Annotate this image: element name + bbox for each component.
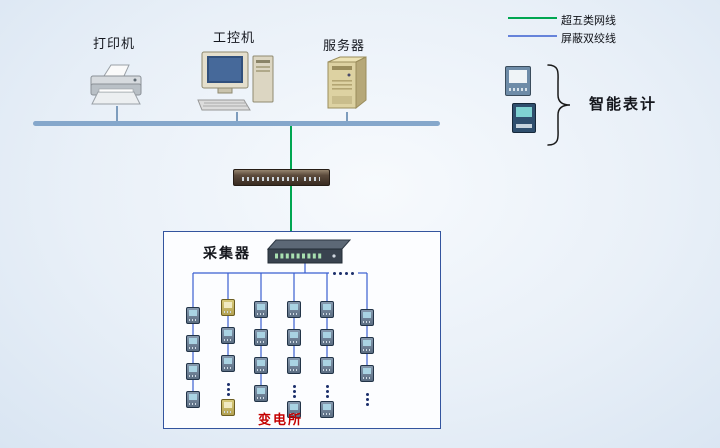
smart-meter-gold-icon <box>221 299 235 316</box>
smart-meter-icon <box>186 391 200 408</box>
smart-meter-icon <box>254 329 268 346</box>
meter-display <box>189 366 197 372</box>
meter-display <box>323 360 331 366</box>
smart-meter-icon <box>287 357 301 374</box>
meter-display <box>323 332 331 338</box>
meter-display <box>257 388 265 394</box>
substation-label: 变电所 <box>258 413 304 428</box>
switch-ports <box>242 177 298 181</box>
v-ellipsis <box>292 385 296 388</box>
printer-icon <box>90 64 142 105</box>
smart-meter-icon <box>320 401 334 418</box>
meter-display <box>257 360 265 366</box>
v-ellipsis <box>325 385 329 388</box>
server-label: 服务器 <box>323 39 366 54</box>
meter-display <box>290 360 298 366</box>
collector-icon <box>266 239 352 264</box>
smart-meter-sample-icon-1 <box>505 66 531 96</box>
legend-cat5e-label: 超五类网线 <box>561 14 616 27</box>
smart-meter-icon <box>254 357 268 374</box>
smart-meter-icon <box>221 355 235 372</box>
meter-display <box>189 394 197 400</box>
meter-display <box>257 304 265 310</box>
smart-meter-icon <box>360 309 374 326</box>
h-ellipsis <box>333 272 336 275</box>
meter-display <box>257 332 265 338</box>
smart-meter-icon <box>186 335 200 352</box>
meter-terminals <box>509 88 527 91</box>
meter-display <box>224 302 232 308</box>
smart-meter-icon <box>360 337 374 354</box>
meter-display <box>189 338 197 344</box>
substation-box: 采集器 变电所 <box>163 231 441 429</box>
meter-display <box>363 312 371 318</box>
smart-meters-label: 智能表计 <box>589 95 658 113</box>
smart-meter-icon <box>186 363 200 380</box>
ethernet-switch-icon <box>233 169 330 186</box>
meter-display <box>516 107 532 117</box>
meter-display <box>509 70 527 83</box>
smart-meter-icon <box>254 385 268 402</box>
smart-meter-sample-icon-2 <box>512 103 536 133</box>
meter-display <box>290 304 298 310</box>
smart-meter-icon <box>186 307 200 324</box>
smart-meter-icon <box>320 329 334 346</box>
smart-meter-icon <box>360 365 374 382</box>
meter-display <box>363 368 371 374</box>
bus-line <box>33 121 440 126</box>
meter-display <box>290 404 298 410</box>
smart-meter-icon <box>320 301 334 318</box>
smart-meter-gold-icon <box>221 399 235 416</box>
smart-meter-icon <box>320 357 334 374</box>
meter-display <box>323 404 331 410</box>
smart-meter-icon <box>287 329 301 346</box>
industrial-pc-icon <box>197 51 274 111</box>
printer-label: 打印机 <box>93 37 136 52</box>
smart-meter-icon <box>287 301 301 318</box>
v-ellipsis <box>365 393 369 396</box>
smart-meter-icon <box>287 401 301 418</box>
meter-grid <box>164 232 442 430</box>
switch-ports-2 <box>304 177 320 181</box>
meter-display <box>224 330 232 336</box>
curly-brace <box>547 64 571 146</box>
collector-label: 采集器 <box>203 246 251 262</box>
meter-display <box>323 304 331 310</box>
legend-stp-label: 屏蔽双绞线 <box>561 32 616 45</box>
smart-meter-icon <box>254 301 268 318</box>
server-icon <box>327 56 367 110</box>
meter-display <box>224 402 232 408</box>
meter-terminals <box>516 124 532 128</box>
meter-display <box>290 332 298 338</box>
meter-display <box>224 358 232 364</box>
industrial-pc-label: 工控机 <box>213 31 256 46</box>
v-ellipsis <box>226 383 230 386</box>
meter-display <box>189 310 197 316</box>
meter-display <box>363 340 371 346</box>
smart-meter-icon <box>221 327 235 344</box>
